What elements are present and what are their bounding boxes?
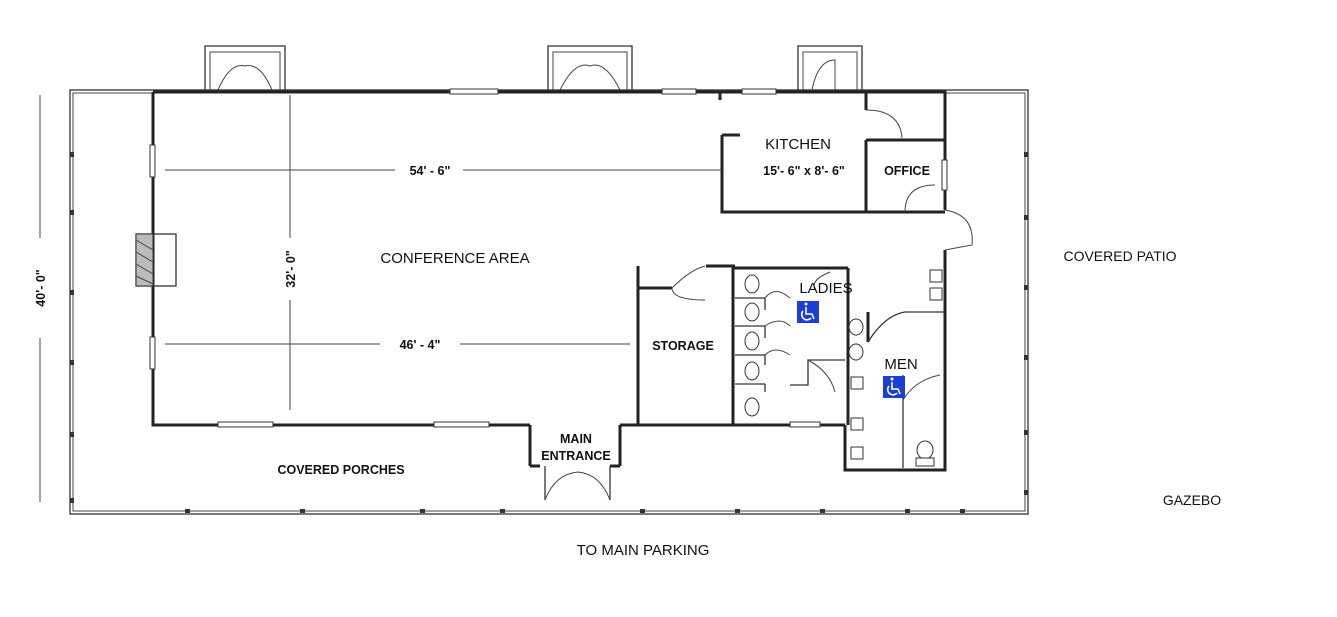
dimension-lines <box>39 95 722 502</box>
covered-patio-label: COVERED PATIO <box>1063 248 1176 264</box>
conference-area-label: CONFERENCE AREA <box>380 250 529 267</box>
kitchen-label: KITCHEN <box>765 136 831 153</box>
ladies-restroom <box>733 266 864 460</box>
kitchen-room <box>718 92 945 214</box>
parking-label: TO MAIN PARKING <box>577 542 710 559</box>
office-room <box>866 184 973 251</box>
main-entrance-doors <box>544 466 611 501</box>
men-accessible-sign <box>883 376 905 398</box>
dimension-width-bottom: 46' - 4" <box>400 338 441 352</box>
ladies-label: LADIES <box>799 280 852 297</box>
main-entrance-label-line1: MAIN <box>560 432 592 446</box>
storage-label: STORAGE <box>652 339 714 353</box>
top-entry-doors <box>204 45 863 91</box>
storage-room <box>636 264 735 425</box>
covered-porches-label: COVERED PORCHES <box>277 463 404 477</box>
wheelchair-icon <box>886 377 901 396</box>
wheelchair-icon <box>800 302 815 321</box>
office-label: OFFICE <box>884 164 930 178</box>
main-entrance-label-line2: ENTRANCE <box>541 449 610 463</box>
ladies-accessible-sign <box>797 301 819 323</box>
mens-restroom <box>866 269 945 468</box>
kitchen-size-label: 15'- 6" x 8'- 6" <box>763 164 845 178</box>
dimension-depth-outer: 40'- 0" <box>34 269 48 306</box>
fireplace <box>135 233 177 287</box>
dimension-width-top: 54' - 6" <box>410 164 451 178</box>
dimension-depth-inner: 32'- 0" <box>284 250 298 287</box>
gazebo-label: GAZEBO <box>1163 492 1221 508</box>
men-label: MEN <box>884 356 917 373</box>
